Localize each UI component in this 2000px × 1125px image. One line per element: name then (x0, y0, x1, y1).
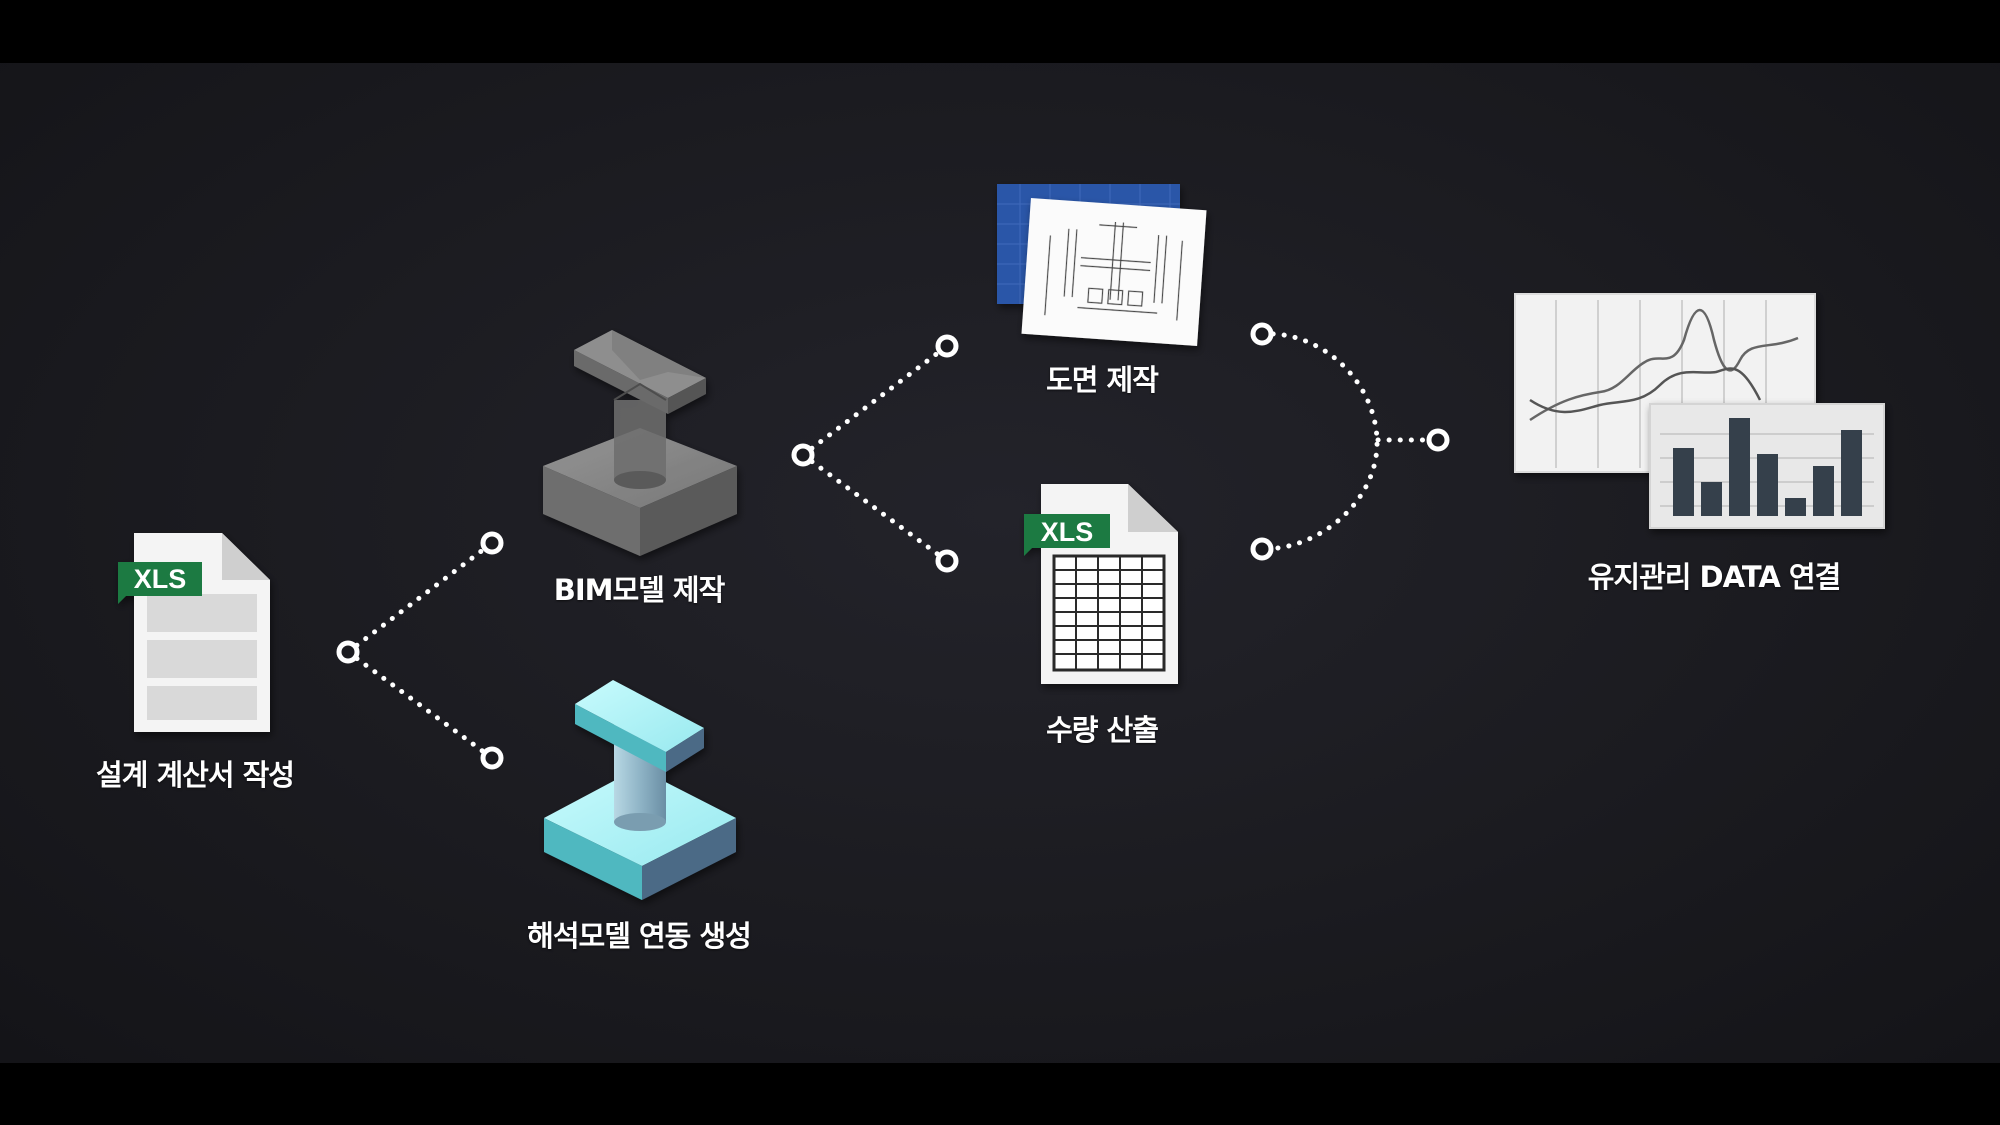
label-drawing: 도면 제작 (1046, 363, 1159, 397)
connector-nodes (336, 322, 1450, 770)
node-calc-out (336, 640, 360, 664)
label-analysis-model: 해석모델 연동 생성 (527, 919, 752, 953)
connector-merge (1259, 331, 1441, 552)
analysis-model-icon (544, 680, 736, 900)
node-quantity-out (1250, 537, 1274, 561)
quantity-xls-badge: XLS (1041, 517, 1094, 547)
node-quantity-in (935, 549, 959, 573)
node-drawing-in (935, 334, 959, 358)
label-design-calculation: 설계 계산서 작성 (96, 758, 295, 792)
node-drawing-out (1250, 322, 1274, 346)
calc-xls-badge: XLS (134, 564, 187, 594)
chart-icon (1514, 293, 1885, 529)
node-bim-in (480, 531, 504, 555)
drawing-sheet-icon (997, 184, 1207, 346)
label-bim-model: BIM모델 제작 (553, 573, 726, 607)
node-bim-out (791, 443, 815, 467)
node-maintenance-in (1426, 428, 1450, 452)
bim-model-icon (543, 330, 737, 556)
label-quantity: 수량 산출 (1046, 713, 1159, 747)
label-maintenance-data: 유지관리 DATA 연결 (1587, 560, 1842, 594)
xls-document-icon: XLS (118, 533, 270, 732)
spreadsheet-icon: XLS (1024, 484, 1178, 684)
letterbox-bottom (0, 1063, 2000, 1125)
connector-bim-branch (800, 343, 950, 564)
letterbox-top (0, 0, 2000, 63)
node-analysis-in (480, 746, 504, 770)
connector-calc-branch (345, 540, 495, 761)
